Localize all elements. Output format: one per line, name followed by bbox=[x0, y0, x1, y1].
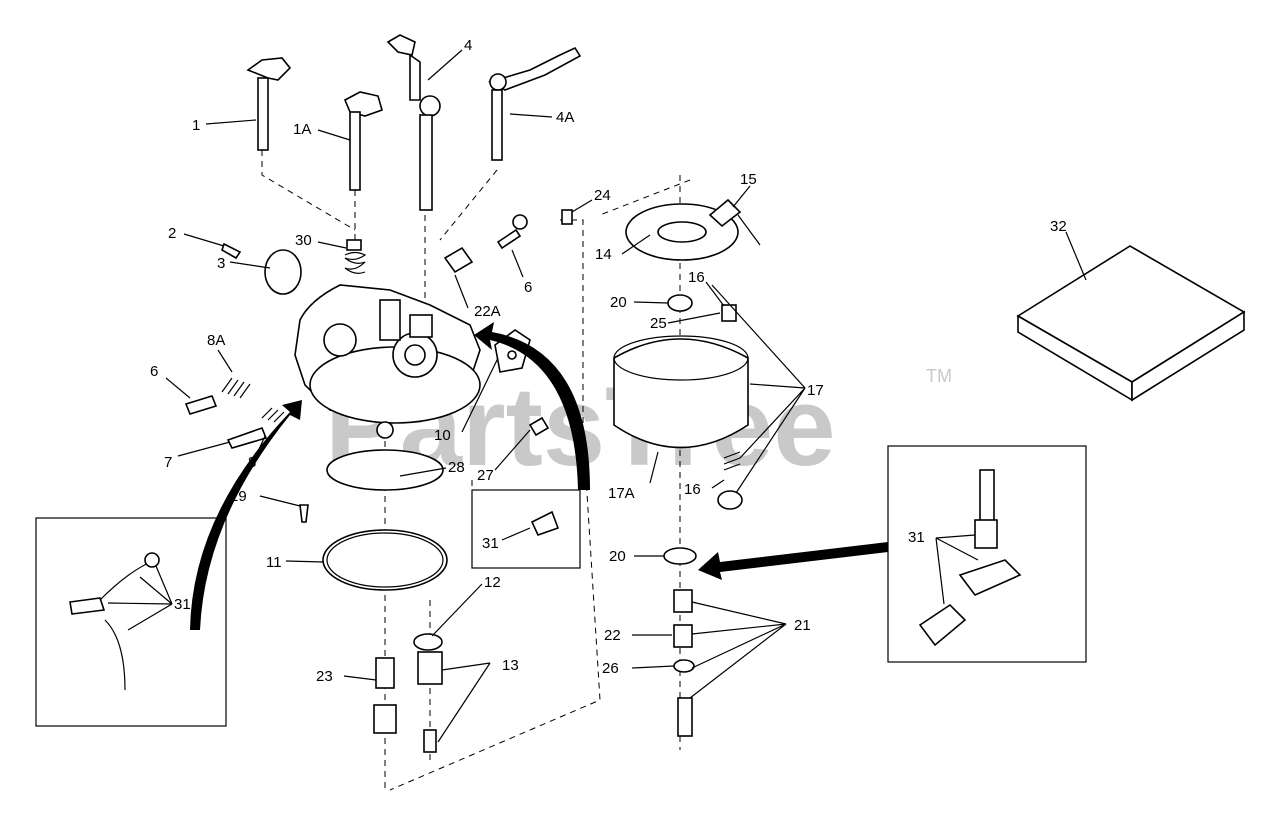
screw-6-top bbox=[496, 214, 528, 250]
callout-17: 17 bbox=[807, 382, 824, 399]
callout-3: 3 bbox=[217, 255, 225, 272]
callout-17a: 17A bbox=[608, 485, 635, 502]
callout-22: 22 bbox=[604, 627, 621, 644]
callout-16-top: 16 bbox=[688, 269, 705, 286]
watermark-trademark: TM bbox=[926, 366, 952, 386]
callout-20-bottom: 20 bbox=[609, 548, 626, 565]
gasket-28 bbox=[326, 449, 444, 491]
float-14 bbox=[625, 203, 739, 261]
callout-8a: 8A bbox=[207, 332, 225, 349]
screw-6-left bbox=[184, 395, 218, 415]
callout-31-right: 31 bbox=[908, 529, 925, 546]
leader-lines bbox=[107, 49, 1087, 743]
callout-10: 10 bbox=[434, 427, 451, 444]
callout-15: 15 bbox=[740, 171, 757, 188]
kit-32 bbox=[1016, 245, 1246, 402]
callout-21: 21 bbox=[794, 617, 811, 634]
screw-29 bbox=[299, 504, 309, 523]
arrows bbox=[190, 322, 888, 630]
callout-30: 30 bbox=[295, 232, 312, 249]
callout-11: 11 bbox=[266, 554, 282, 571]
callout-14: 14 bbox=[595, 246, 612, 263]
nozzle-22 bbox=[673, 589, 693, 648]
callout-16-bottom: 16 bbox=[684, 481, 701, 498]
screw-22a bbox=[443, 246, 474, 274]
screw-21-bottom bbox=[677, 697, 693, 737]
callout-22a: 22A bbox=[474, 303, 501, 320]
callout-7: 7 bbox=[164, 454, 172, 471]
spring-8a bbox=[221, 377, 251, 399]
jet-23 bbox=[373, 657, 397, 734]
washer-3 bbox=[264, 249, 302, 295]
callout-31-left: 31 bbox=[174, 596, 191, 613]
callout-32: 32 bbox=[1050, 218, 1067, 235]
washer-12 bbox=[413, 633, 443, 651]
callout-26: 26 bbox=[602, 660, 619, 677]
callout-4: 4 bbox=[464, 37, 472, 54]
callout-4a: 4A bbox=[556, 109, 574, 126]
pin-15 bbox=[708, 198, 761, 246]
shaft-1a bbox=[343, 91, 383, 191]
inset-box-right bbox=[887, 445, 1087, 663]
callout-1a: 1A bbox=[293, 121, 311, 138]
callout-25: 25 bbox=[650, 315, 667, 332]
callout-20-top: 20 bbox=[610, 294, 627, 311]
spring-30 bbox=[344, 239, 367, 274]
callout-1: 1 bbox=[192, 117, 200, 134]
shaft-4a bbox=[487, 46, 582, 161]
spring-8 bbox=[261, 407, 285, 423]
callout-13: 13 bbox=[502, 657, 519, 674]
washer-26 bbox=[673, 659, 695, 673]
bowl-17 bbox=[613, 335, 749, 449]
washer-20-top bbox=[667, 294, 693, 312]
callout-31-mid: 31 bbox=[482, 535, 499, 552]
clip-24 bbox=[561, 209, 573, 225]
callout-27: 27 bbox=[477, 467, 494, 484]
cup-25 bbox=[721, 304, 737, 322]
callout-6-left: 6 bbox=[150, 363, 158, 380]
callout-29: 29 bbox=[230, 488, 247, 505]
washer-20-bottom bbox=[663, 547, 697, 565]
callout-12: 12 bbox=[484, 574, 501, 591]
carburetor-body bbox=[294, 284, 481, 439]
shaft-1 bbox=[246, 57, 292, 151]
callout-2: 2 bbox=[168, 225, 176, 242]
inset-box-mid bbox=[471, 489, 581, 569]
screw-27 bbox=[528, 416, 550, 437]
callout-28: 28 bbox=[448, 459, 465, 476]
needle-7 bbox=[226, 426, 268, 449]
shaft-4 bbox=[386, 34, 441, 211]
ring-11 bbox=[322, 529, 448, 591]
callout-labels: 1 1A 4 4A 2 3 30 6 22A 8A 6 7 8 10 27 28… bbox=[150, 37, 1067, 685]
callout-23: 23 bbox=[316, 668, 333, 685]
screw-2 bbox=[221, 242, 242, 260]
callout-8: 8 bbox=[248, 454, 256, 471]
screw-16-bottom bbox=[717, 451, 743, 510]
seat-13 bbox=[417, 651, 443, 753]
callout-24: 24 bbox=[594, 187, 611, 204]
callout-6-top: 6 bbox=[524, 279, 532, 296]
inset-box-left bbox=[35, 517, 227, 727]
